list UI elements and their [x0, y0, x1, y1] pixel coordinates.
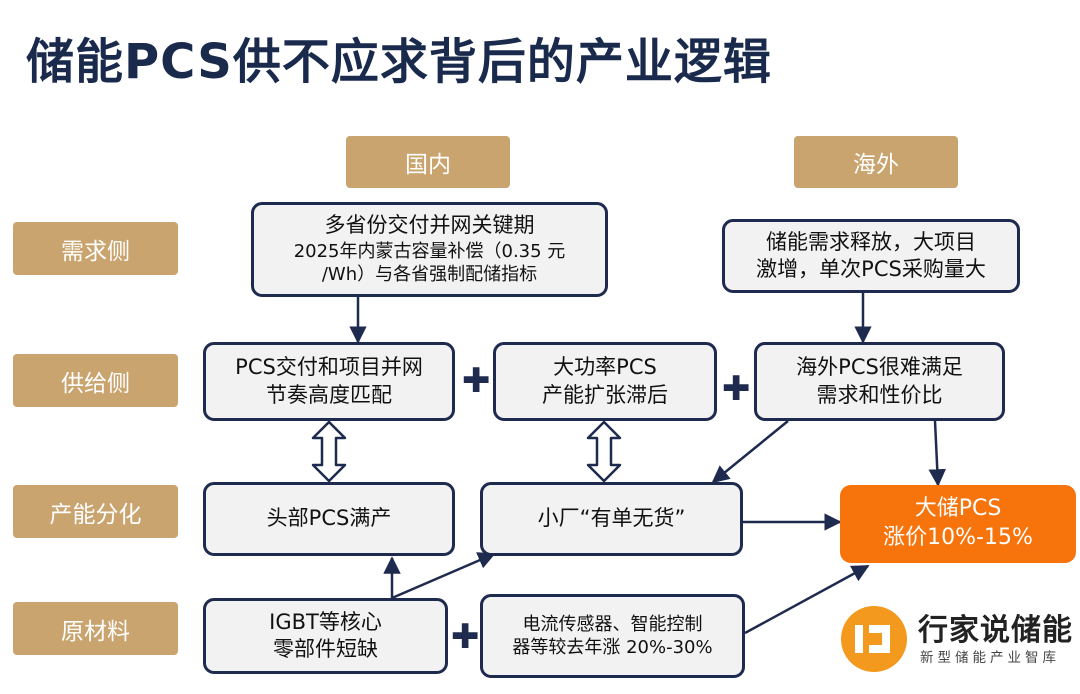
brand-logo-icon: [841, 606, 907, 672]
arrow-supply3-to-result: [928, 420, 947, 487]
box-igbt-line1: IGBT等核心: [269, 609, 382, 634]
row-label-demand: 需求侧: [13, 222, 178, 275]
box-overseas-demand-line1: 储能需求释放，大项目: [766, 229, 976, 254]
box-head-pcs: 头部PCS满产: [203, 482, 455, 556]
box-supply-delivery-line2: 节奏高度匹配: [266, 382, 392, 407]
box-supply-overseas-line2: 需求和性价比: [816, 382, 943, 407]
double-arrow-supply1-capacity: [311, 420, 347, 483]
header-overseas: 海外: [794, 136, 958, 188]
box-igbt-line2: 零部件短缺: [273, 637, 378, 661]
brand-name: 行家说储能: [918, 613, 1073, 648]
row-label-supply: 供给侧: [13, 354, 178, 407]
page-title: 储能PCS供不应求背后的产业逻辑: [26, 34, 772, 90]
plus-icon: ✚: [722, 369, 751, 409]
box-sensor-line2: 器等较去年涨 20%-30%: [512, 637, 713, 658]
box-overseas-demand-line2: 激增，单次PCS采购量大: [756, 257, 986, 281]
box-supply-delivery: PCS交付和项目并网 节奏高度匹配: [203, 342, 455, 421]
box-domestic-demand: 多省份交付并网关键期 2025年内蒙古容量补偿（0.35 元 /Wh）与各省强制…: [251, 202, 608, 297]
box-supply-overseas: 海外PCS很难满足 需求和性价比: [754, 342, 1005, 421]
box-sensor-price: 电流传感器、智能控制 器等较去年涨 20%-30%: [480, 594, 745, 678]
brand-tagline: 新型储能产业智库: [920, 650, 1060, 666]
row-label-materials: 原材料: [13, 602, 178, 655]
box-supply-delivery-line1: PCS交付和项目并网: [235, 355, 423, 380]
box-igbt-shortage: IGBT等核心 零部件短缺: [203, 598, 448, 674]
plus-icon: ✚: [451, 617, 480, 657]
box-small-factory-text: 小厂“有单无货”: [537, 506, 686, 531]
box-sensor-line1: 电流传感器、智能控制: [522, 613, 703, 635]
plus-icon: ✚: [462, 361, 491, 401]
arrow-igbt-to-small-factory: [391, 552, 496, 600]
box-result-line1: 大储PCS: [914, 496, 1002, 522]
box-domestic-demand-line1: 多省份交付并网关键期: [324, 213, 535, 238]
arrow-supply3-to-small-factory: [711, 420, 789, 484]
box-domestic-demand-line3: /Wh）与各省强制配储指标: [321, 264, 538, 286]
box-supply-high-power: 大功率PCS 产能扩张滞后: [493, 342, 717, 421]
box-result-price-rise: 大储PCS 涨价10%-15%: [840, 485, 1076, 563]
box-supply-high-power-line2: 产能扩张滞后: [542, 382, 668, 407]
arrow-sensor-to-result: [744, 564, 870, 635]
box-domestic-demand-line2: 2025年内蒙古容量补偿（0.35 元: [293, 240, 566, 262]
box-overseas-demand: 储能需求释放，大项目 激增，单次PCS采购量大: [722, 219, 1020, 293]
row-label-capacity: 产能分化: [13, 485, 178, 538]
box-result-line2: 涨价10%-15%: [883, 525, 1033, 550]
header-domestic: 国内: [346, 136, 510, 188]
box-supply-overseas-line1: 海外PCS很难满足: [796, 355, 963, 380]
box-supply-high-power-line1: 大功率PCS: [553, 355, 657, 380]
box-head-pcs-text: 头部PCS满产: [266, 506, 392, 531]
box-small-factory: 小厂“有单无货”: [480, 482, 743, 556]
double-arrow-supply2-capacity: [586, 420, 622, 483]
